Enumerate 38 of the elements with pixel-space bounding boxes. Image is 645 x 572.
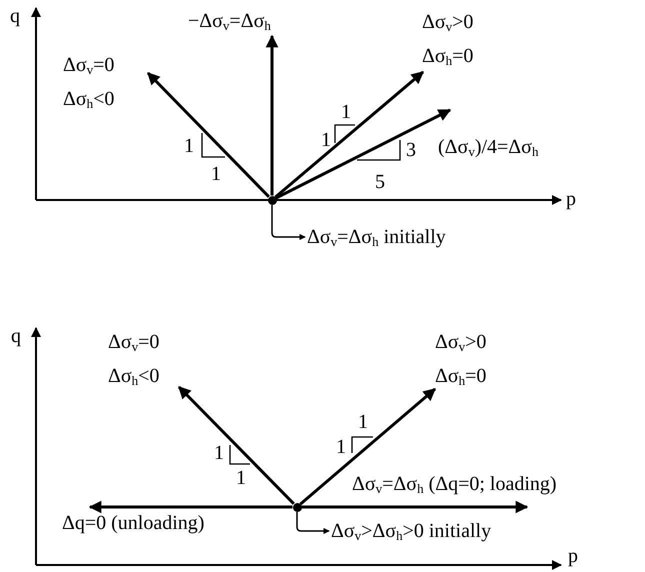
stress-path-arrow	[299, 388, 436, 506]
stress-condition-text: Δq=0 (unloading)	[62, 511, 204, 536]
stress-path-arrow	[266, 34, 278, 196]
stress-condition-text: Δσ$_{v}$>0	[435, 330, 486, 356]
leader-arrow	[271, 205, 306, 240]
stress-condition-text: Δσ$_{v}$=0	[63, 53, 114, 79]
stress-path-arrow	[274, 70, 424, 198]
stress-path-arrow	[302, 500, 528, 514]
slope-ratio-label: 1	[321, 129, 331, 151]
stress-condition-text: Δσ$_{h}$<0	[108, 364, 160, 390]
slope-ratio-label: 5	[375, 171, 385, 193]
stress-path-arrow	[275, 108, 452, 200]
slope-ratio-label: 1	[236, 467, 246, 489]
stress-condition-text: −Δσ$_{v}$=Δσ$_{h}$	[188, 9, 271, 34]
stress-condition-text: Δσ$_{v}$=Δσ$_{h}$ (Δq=0; loading)	[352, 472, 557, 497]
slope-ratio-label: 1	[211, 163, 221, 185]
axis-label: p	[566, 188, 576, 210]
slope-ratio-label: 1	[358, 411, 368, 433]
stress-condition-text: Δσ$_{v}$>Δσ$_{h}$>0 initially	[331, 519, 492, 544]
slope-ratio-label: 1	[184, 135, 194, 157]
slope-ratio-label: 1	[214, 442, 224, 464]
stress-condition-text: Δσ$_{v}$=0	[108, 330, 160, 356]
axis-label: q	[11, 325, 21, 347]
stress-condition-text: (Δσ$_{v}$)/4=Δσ$_{h}$	[438, 135, 538, 160]
stress-condition-text: Δσ$_{h}$=0	[435, 364, 486, 390]
slope-ratio-label: 1	[336, 436, 346, 458]
stress-condition-text: Δσ$_{v}$>0	[422, 10, 474, 36]
stress-path-arrow	[178, 386, 295, 505]
stress-path-arrow	[88, 500, 292, 514]
slope-ratio-label: 3	[406, 139, 416, 161]
axis-label: q	[10, 5, 20, 27]
slope-ratio-label: 1	[341, 101, 351, 123]
stress-condition-text: Δσ$_{h}$<0	[63, 87, 114, 113]
stress-condition-text: Δσ$_{h}$=0	[422, 44, 474, 70]
leader-arrow	[296, 512, 330, 534]
stress-condition-text: Δσ$_{v}$=Δσ$_{h}$ initially	[307, 225, 446, 250]
stress-path-arrow	[146, 72, 270, 198]
axis-label: p	[568, 545, 578, 567]
